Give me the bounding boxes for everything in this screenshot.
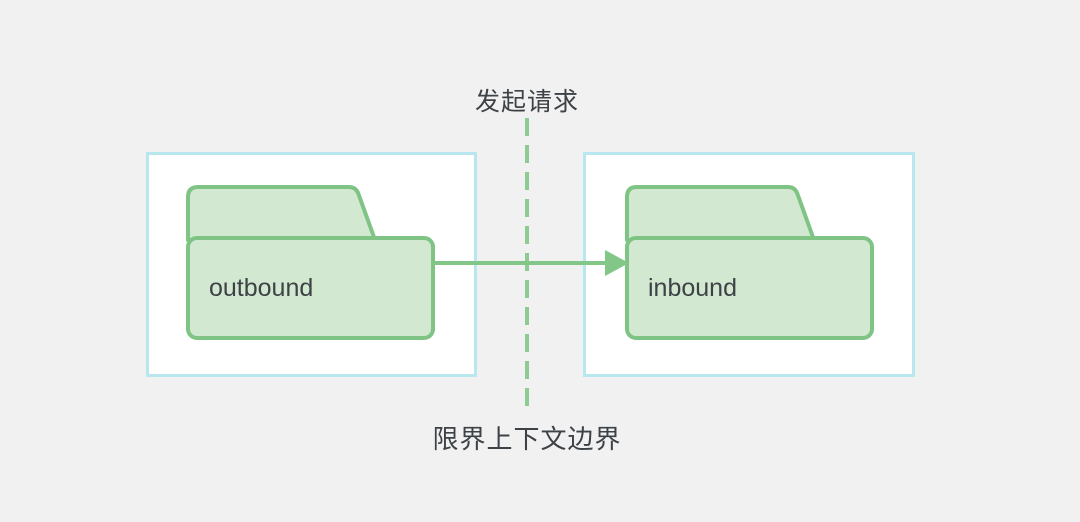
inbound-folder-label: inbound [648, 273, 737, 302]
folder-icon [625, 185, 874, 340]
outbound-folder-label: outbound [209, 273, 314, 302]
folder-icon [186, 185, 435, 340]
outbound-folder: outbound [186, 184, 436, 344]
request-arrow-line [435, 261, 607, 265]
request-label: 发起请求 [474, 88, 579, 116]
inbound-folder: inbound [625, 184, 875, 344]
boundary-label: 限界上下文边界 [432, 424, 622, 454]
request-arrow-head-icon [605, 250, 629, 276]
boundary-dashed-line [525, 118, 529, 413]
